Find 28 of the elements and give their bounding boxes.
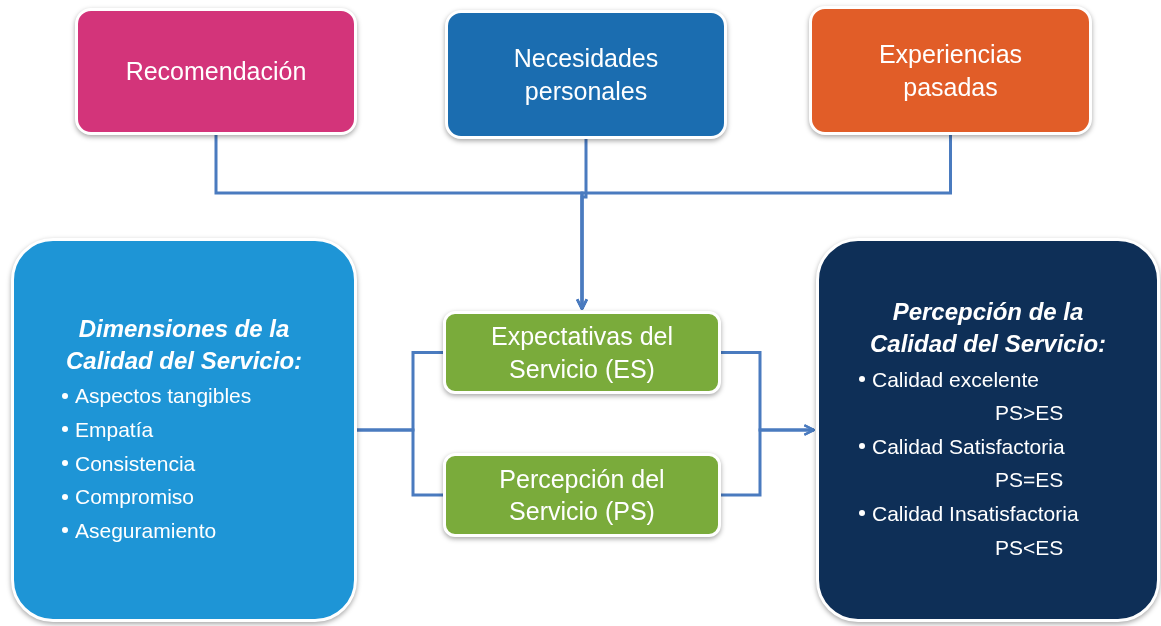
box-label: Recomendación bbox=[124, 56, 308, 88]
rounded-box bbox=[816, 238, 1160, 622]
list-item: Calidad Insatisfactoria bbox=[872, 502, 1079, 525]
list-item: Consistencia bbox=[75, 451, 196, 475]
connector-line bbox=[357, 428, 443, 497]
list-item: Aseguramiento bbox=[75, 518, 217, 542]
formula-text: PS>ES bbox=[995, 400, 1064, 427]
box-label: Percepción del Servicio (PS) bbox=[498, 463, 666, 527]
rounded-box bbox=[11, 238, 357, 622]
rounded-box bbox=[443, 453, 721, 537]
box-label: Expectativas del Servicio (ES) bbox=[489, 321, 674, 385]
heading-text: Percepción de la Calidad del Servicio: bbox=[868, 296, 1108, 360]
list-item: Aspectos tangibles bbox=[75, 384, 252, 408]
list-item: Empatía bbox=[75, 418, 154, 441]
box-label: Necesidades personales bbox=[512, 43, 660, 107]
list-item: Calidad Satisfactoria bbox=[872, 434, 1065, 458]
rounded-box bbox=[443, 311, 721, 394]
rounded-box bbox=[809, 6, 1092, 135]
box-label: Experiencias pasadas bbox=[877, 39, 1024, 103]
connector-line bbox=[721, 424, 816, 497]
rounded-box bbox=[445, 10, 727, 139]
connector-line bbox=[576, 135, 952, 311]
rounded-box bbox=[75, 8, 357, 135]
heading-text: Dimensiones de la Calidad del Servicio: bbox=[64, 313, 304, 376]
formula-text: PS=ES bbox=[995, 467, 1064, 494]
formula-text: PS<ES bbox=[995, 534, 1064, 561]
list-item: Calidad excelente bbox=[872, 367, 1039, 391]
list-item: Compromiso bbox=[75, 485, 195, 509]
